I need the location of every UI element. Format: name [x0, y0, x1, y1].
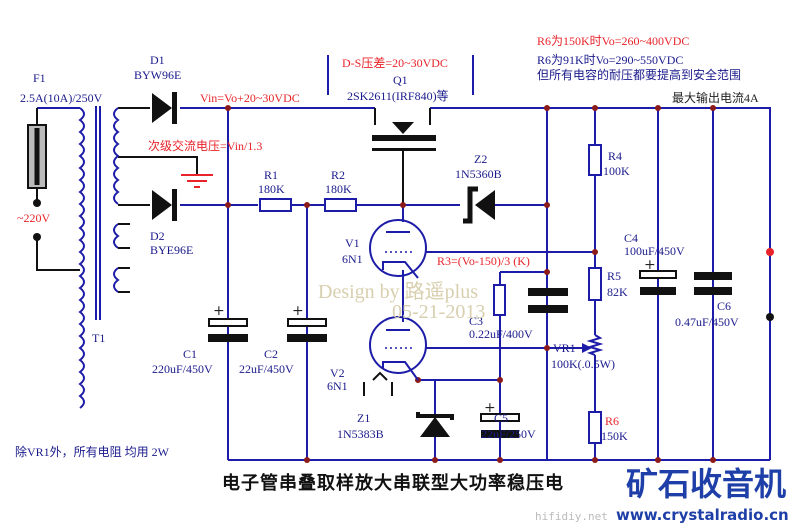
mains-voltage: ~220V [17, 211, 50, 225]
svg-text:+: + [213, 303, 225, 319]
r1-ref: R1 [264, 168, 278, 182]
f1-value: 2.5A(10A)/250V [20, 91, 103, 105]
r6-ref: R6 [605, 414, 619, 428]
output-terminal-negative[interactable] [766, 313, 774, 321]
transformer-t1 [78, 106, 130, 409]
watermark-design: Design by 路遥plus [318, 280, 478, 303]
resistor-r3 [493, 284, 506, 316]
c6-ref: C6 [717, 299, 731, 313]
tube-v2 [363, 316, 427, 396]
watermark-date: 05-21-2013 [392, 301, 485, 323]
v2-value: 6N1 [327, 379, 348, 393]
mosfet-q1 [372, 108, 436, 151]
secondary-note: 次级交流电压=Vin/1.3 [148, 138, 262, 153]
r4-value: 100K [603, 164, 630, 178]
c4-ref: C4 [624, 231, 638, 245]
v1-ref: V1 [345, 236, 360, 250]
r2-value: 180K [325, 182, 352, 196]
d1-value: BYW96E [134, 68, 181, 82]
ground-icon [181, 174, 213, 188]
ds-drop-note: D-S压差=20~30VDC [342, 56, 448, 70]
tube-v1 [369, 219, 427, 279]
resistor-r2 [324, 198, 357, 212]
v2-ref: V2 [330, 366, 345, 380]
r2-ref: R2 [331, 168, 345, 182]
r4-ref: R4 [608, 149, 622, 163]
c3-ref: C3 [469, 314, 483, 328]
vr1-value: 100K(.0.5W) [551, 357, 615, 371]
cap-voltage-note: 但所有电容的耐压都要提高到安全范围 [537, 67, 741, 82]
logo-site2: hifidiy.net [535, 510, 608, 523]
c2-value: 22uF/450V [239, 362, 294, 376]
resistor-r1 [259, 198, 292, 212]
output-terminal-positive[interactable] [766, 248, 774, 256]
capacitor-c4: + [639, 257, 677, 295]
svg-text:+: + [292, 303, 304, 319]
potentiometer-vr1 [582, 334, 604, 356]
z1-ref: Z1 [357, 411, 370, 425]
resistor-r4 [588, 144, 602, 176]
r1-value: 180K [258, 182, 285, 196]
q1-ref: Q1 [393, 73, 408, 87]
r3-formula: R3=(Vo-150)/3 (K) [437, 254, 530, 268]
fuse-f1 [27, 124, 47, 241]
capacitor-c2: + [287, 303, 327, 342]
logo-name: 矿石收音机 [626, 465, 786, 503]
r6-value: 150K [601, 429, 628, 443]
diagram-title: 电子管串叠取样放大串联型大功率稳压电 [222, 472, 564, 494]
r5-value: 82K [607, 285, 628, 299]
d2-value: BYE96E [150, 243, 193, 257]
c5-ref: C5 [494, 411, 508, 425]
r6-91k-note: R6为91K时Vo=290~550VDC [537, 53, 683, 67]
capacitor-c5: + [480, 400, 520, 438]
r6-150k-note: R6为150K时Vo=260~400VDC [537, 34, 689, 48]
z2-value: 1N5360B [455, 167, 502, 181]
c3-value: 0.22uF/400V [469, 327, 533, 341]
svg-text:+: + [644, 257, 656, 273]
diode-d1 [152, 92, 177, 124]
c1-value: 220uF/450V [152, 362, 213, 376]
zener-z1 [416, 412, 454, 437]
q1-value: 2SK2611(IRF840)等 [347, 89, 449, 103]
capacitor-c1: + [208, 303, 248, 342]
svg-text:+: + [484, 400, 496, 416]
d2-ref: D2 [150, 229, 165, 243]
resistor-power-note: 除VR1外，所有电阻 均用 2W [15, 444, 170, 459]
f1-ref: F1 [33, 71, 46, 85]
site-logo: 矿石收音机 hifidiy.net www.crystalradio.cn [535, 465, 789, 524]
r5-ref: R5 [607, 269, 621, 283]
v1-value: 6N1 [342, 252, 363, 266]
resistor-r6 [588, 411, 602, 444]
vin-note: Vin=Vo+20~30VDC [200, 91, 300, 105]
c5-value: 22uF/250V [481, 427, 536, 441]
z2-ref: Z2 [474, 152, 487, 166]
c2-ref: C2 [264, 347, 278, 361]
resistor-r5 [588, 267, 602, 301]
capacitor-c3 [528, 288, 568, 313]
c1-ref: C1 [183, 347, 197, 361]
diode-d2 [152, 189, 177, 221]
capacitor-c6 [694, 272, 732, 295]
vr1-ref: VR1 [553, 341, 576, 355]
d1-ref: D1 [150, 53, 165, 67]
t1-ref: T1 [92, 331, 105, 345]
c6-value: 0.47uF/450V [675, 315, 739, 329]
zener-z2 [463, 186, 495, 224]
junctions [225, 105, 716, 463]
max-current-note: 最大输出电流4A [672, 90, 759, 105]
logo-url: www.crystalradio.cn [616, 506, 789, 524]
z1-value: 1N5383B [337, 427, 384, 441]
c4-value: 100uF/450V [624, 244, 685, 258]
